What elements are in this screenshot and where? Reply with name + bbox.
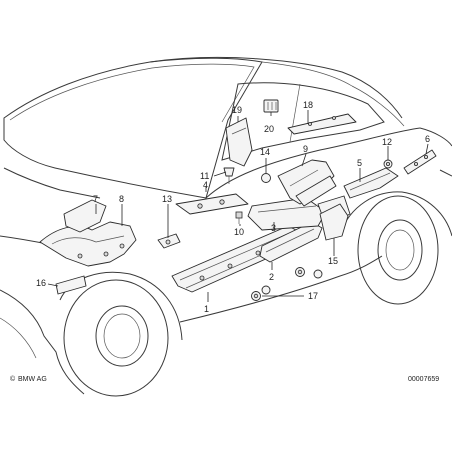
parts [39, 99, 437, 301]
callout-2: 2 [269, 272, 274, 282]
callout-16: 16 [36, 278, 46, 288]
callout-5: 5 [357, 158, 362, 168]
part-4-support-plate [175, 193, 249, 215]
callout-7: 7 [93, 194, 98, 204]
brand-label: BMW AG [18, 376, 47, 383]
callout-4: 4 [203, 180, 208, 190]
leader-lines [47, 110, 429, 302]
part-6-rear-strip [403, 149, 437, 175]
callout-labels: 1 2 3 4 5 6 7 8 9 10 11 12 13 14 15 16 1… [36, 100, 430, 314]
callout-11: 11 [200, 171, 209, 181]
callout-9: 9 [303, 144, 308, 154]
rear-wheel [357, 195, 439, 305]
part-17-plugs [251, 267, 323, 301]
part-13-connector [157, 233, 181, 249]
part-14-plug [261, 173, 271, 183]
callout-8: 8 [119, 194, 124, 204]
drawing-number: 00007659 [408, 376, 439, 383]
front-wheel [63, 279, 169, 397]
part-7-8-wheelhouse-bracket [39, 199, 137, 267]
callout-19: 19 [232, 105, 242, 115]
callout-13: 13 [162, 194, 172, 204]
callout-14: 14 [260, 147, 270, 157]
part-16-small-plate [55, 275, 87, 295]
callout-20: 20 [264, 124, 274, 134]
part-15-gusset [319, 203, 349, 241]
part-20-grille-plate [263, 99, 279, 113]
part-10-screw [235, 211, 243, 224]
callout-6: 6 [425, 134, 430, 144]
callout-15: 15 [328, 256, 338, 266]
callout-1: 1 [204, 304, 209, 314]
callout-3: 3 [271, 223, 276, 233]
part-9-pillar-reinforcement [277, 159, 337, 207]
part-19-pillar-bracket [225, 117, 253, 167]
copyright-mark: © [10, 375, 16, 383]
callout-18: 18 [303, 100, 313, 110]
rear-wheel-arch [339, 191, 452, 237]
part-12-grommet [383, 159, 393, 169]
part-11-clip [223, 167, 235, 184]
part-18-strip [287, 113, 357, 135]
side-window [221, 82, 385, 161]
callout-10: 10 [234, 227, 244, 237]
callout-12: 12 [382, 137, 392, 147]
part-5-rear-rail [343, 167, 399, 199]
callout-17: 17 [308, 291, 318, 301]
windshield [3, 57, 263, 199]
footer: © BMW AG 00007659 [10, 375, 439, 383]
